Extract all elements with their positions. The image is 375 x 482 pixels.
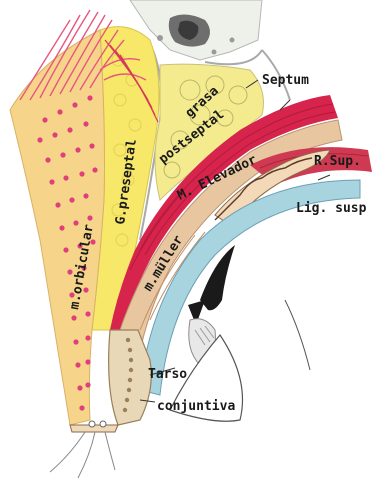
eyelid-margin	[50, 421, 118, 478]
label-lig-susp: Lig. susp	[296, 201, 367, 216]
globe-region	[160, 205, 375, 482]
label-tarso: Tarso	[148, 367, 187, 382]
tarsus-plate	[109, 330, 152, 425]
label-r-sup: R.Sup.	[314, 154, 361, 169]
label-septum: Septum	[262, 73, 309, 88]
label-conjuntiva: conjuntiva	[157, 399, 235, 414]
